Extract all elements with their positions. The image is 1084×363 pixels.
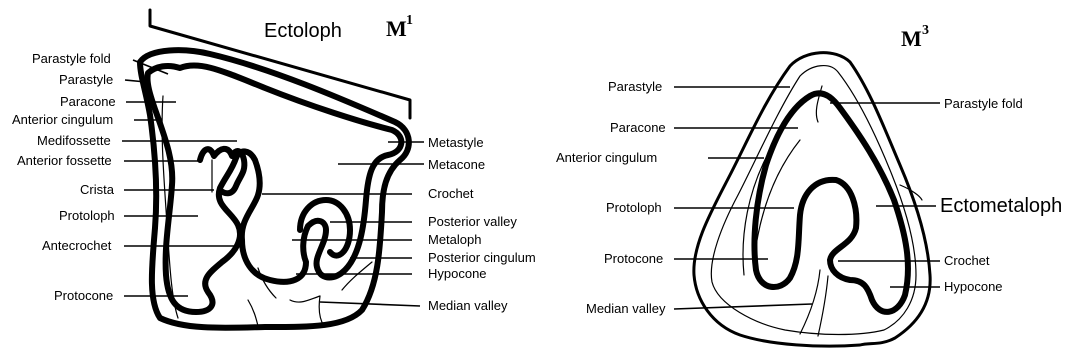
m1-label-paracone: Paracone <box>60 94 116 109</box>
m1-label-metacone: Metacone <box>428 157 485 172</box>
m3-label-parastyle: Parastyle <box>608 79 662 94</box>
m1-ectoloph-label: Ectoloph <box>264 20 342 42</box>
m1-label-metaloph: Metaloph <box>428 232 481 247</box>
m1-label-metastyle: Metastyle <box>428 135 484 150</box>
m3-figure <box>694 53 930 346</box>
m3-label-ectometaloph: Ectometaloph <box>940 195 1062 217</box>
m3-label-protoloph: Protoloph <box>606 200 662 215</box>
m1-label-medifossette: Medifossette <box>37 133 111 148</box>
m3-label-crochet: Crochet <box>944 253 990 268</box>
m1-label-anterior-fossette: Anterior fossette <box>17 153 112 168</box>
m3-label-median-valley: Median valley <box>586 301 666 316</box>
m1-thin-lines <box>162 96 372 326</box>
m1-label-hypocone: Hypocone <box>428 266 487 281</box>
m3-leader-median-valley <box>674 304 812 309</box>
m3-label-hypocone: Hypocone <box>944 279 1003 294</box>
m3-label-protocone: Protocone <box>604 251 663 266</box>
m1-label-posterior-cingulum: Posterior cingulum <box>428 250 536 265</box>
m3-label-parastyle-fold: Parastyle fold <box>944 96 1023 111</box>
m1-label-median-valley: Median valley <box>428 298 508 313</box>
m1-title: M <box>386 16 407 41</box>
m1-label-protoloph: Protoloph <box>59 208 115 223</box>
m1-label-anterior-cingulum: Anterior cingulum <box>12 112 113 127</box>
m1-label-protocone: Protocone <box>54 288 113 303</box>
m1-label-antecrochet: Antecrochet <box>42 238 112 253</box>
m3-inner-outline <box>711 66 916 335</box>
m1-label-crista: Crista <box>80 182 115 197</box>
m1-label-parastyle-fold: Parastyle fold <box>32 51 111 66</box>
m1-label-parastyle: Parastyle <box>59 72 113 87</box>
m1-leader-median-valley <box>320 302 420 306</box>
m1-inner-loph <box>147 65 401 312</box>
m1-title-superscript: 1 <box>406 13 413 28</box>
m3-label-anterior-cingulum: Anterior cingulum <box>556 150 657 165</box>
m3-title: M <box>901 26 922 51</box>
m1-label-posterior-valley: Posterior valley <box>428 214 517 229</box>
m1-figure <box>140 10 410 328</box>
m1-label-crochet: Crochet <box>428 186 474 201</box>
m3-title-superscript: 3 <box>922 23 929 38</box>
m3-label-paracone: Paracone <box>610 120 666 135</box>
